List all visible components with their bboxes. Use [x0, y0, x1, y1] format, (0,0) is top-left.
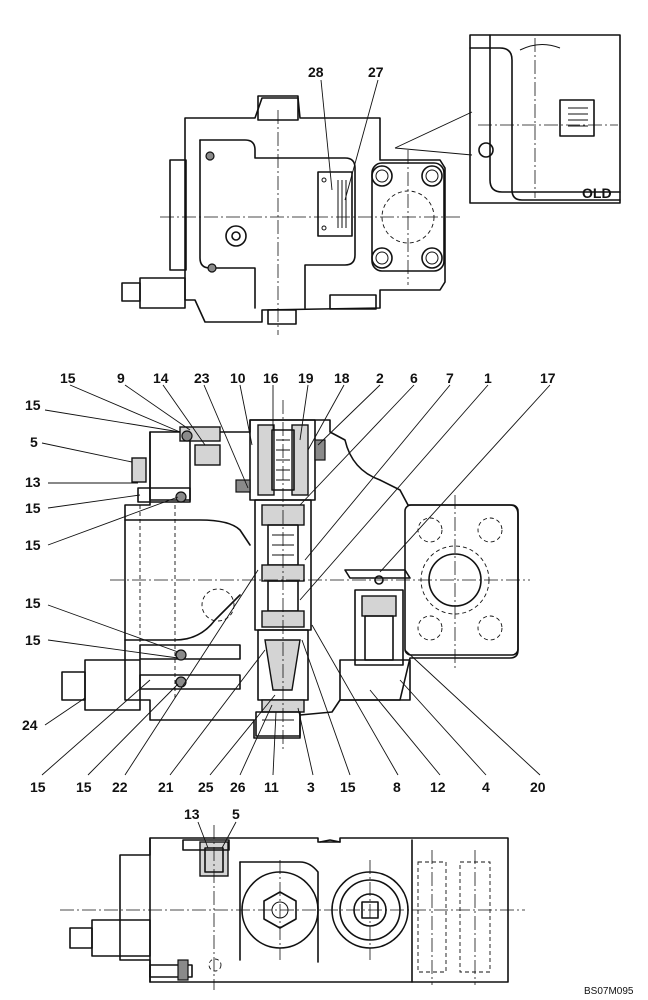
callout-27: 27 [368, 64, 384, 80]
callout-25: 25 [198, 779, 214, 795]
callout-17: 17 [540, 370, 556, 386]
callout-15-e: 15 [25, 595, 41, 611]
callout-6: 6 [410, 370, 418, 386]
inset-label: OLD [582, 185, 612, 201]
bottom-view [60, 821, 525, 990]
callout-12: 12 [430, 779, 446, 795]
section-leaders [41, 384, 551, 776]
callout-21: 21 [158, 779, 174, 795]
callout-15-h: 15 [76, 779, 92, 795]
callout-15-f: 15 [25, 632, 41, 648]
callout-15-i: 15 [340, 779, 356, 795]
callout-3: 3 [307, 779, 315, 795]
callout-2: 2 [376, 370, 384, 386]
callout-8: 8 [393, 779, 401, 795]
callout-15-b: 15 [25, 397, 41, 413]
callout-15-g: 15 [30, 779, 46, 795]
callout-13: 13 [25, 474, 41, 490]
callout-4: 4 [482, 779, 490, 795]
section-view [61, 400, 530, 750]
callout-bottom-5: 5 [232, 806, 240, 822]
top-view [121, 79, 473, 335]
callout-7: 7 [446, 370, 454, 386]
callout-24: 24 [22, 717, 38, 733]
callout-bottom-13: 13 [184, 806, 200, 822]
callout-15-c: 15 [25, 500, 41, 516]
old-inset: OLD [469, 34, 621, 204]
callout-28: 28 [308, 64, 324, 80]
callout-11: 11 [264, 779, 279, 795]
callout-9: 9 [117, 370, 125, 386]
callout-22: 22 [112, 779, 128, 795]
callout-15-a: 15 [60, 370, 76, 386]
callout-20: 20 [530, 779, 546, 795]
callout-1: 1 [484, 370, 492, 386]
callout-16: 16 [263, 370, 279, 386]
callout-23: 23 [194, 370, 210, 386]
callout-26: 26 [230, 779, 246, 795]
callout-10: 10 [230, 370, 246, 386]
callout-14: 14 [153, 370, 169, 386]
drawing-code: BS07M095 [584, 986, 634, 997]
callout-5: 5 [30, 434, 38, 450]
callout-15-d: 15 [25, 537, 41, 553]
callout-18: 18 [334, 370, 350, 386]
callout-19: 19 [298, 370, 314, 386]
